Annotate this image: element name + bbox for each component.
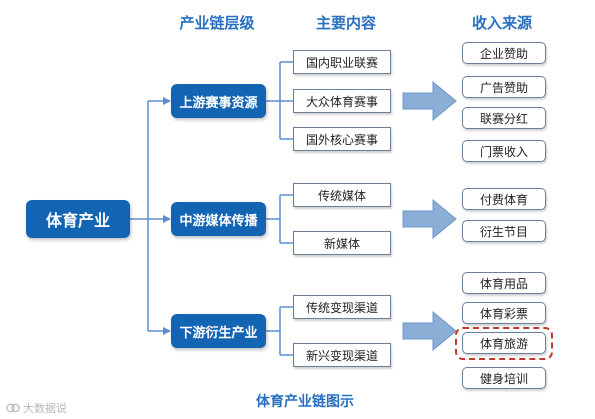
diagram-caption: 体育产业链图示 <box>256 394 354 410</box>
watermark: 大数据说 <box>6 400 67 416</box>
revenue-box: 体育用品 <box>462 272 546 294</box>
tier-midstream: 中游媒体传播 <box>171 202 266 236</box>
revenue-box: 体育彩票 <box>462 302 546 324</box>
revenue-box: 付费体育 <box>462 188 546 210</box>
revenue-box: 健身培训 <box>462 367 546 389</box>
big-arrow-3 <box>402 310 457 352</box>
tier-upstream: 上游赛事资源 <box>171 84 266 118</box>
header-revenue: 收入来源 <box>471 14 532 32</box>
tier-arrowhead-1 <box>163 97 171 105</box>
watermark-text: 大数据说 <box>23 402 67 415</box>
content-box: 新媒体 <box>293 231 391 255</box>
header-levels: 产业链层级 <box>179 14 255 32</box>
tier-downstream: 下游衍生产业 <box>171 314 266 348</box>
content-box: 传统媒体 <box>293 183 391 207</box>
big-arrow-2 <box>402 198 457 240</box>
revenue-box: 门票收入 <box>462 140 546 162</box>
revenue-box: 衍生节目 <box>462 220 546 242</box>
content-box: 国内职业联赛 <box>293 50 391 74</box>
revenue-box: 广告赞助 <box>462 76 546 98</box>
tier-arrowhead-3 <box>163 327 171 335</box>
content-box: 大众体育赛事 <box>293 89 391 113</box>
header-content: 主要内容 <box>315 14 376 32</box>
big-arrow-1 <box>402 80 457 122</box>
watermark-logo-icon <box>6 403 20 413</box>
content-box: 新兴变现渠道 <box>293 343 391 367</box>
root-node: 体育产业 <box>26 200 130 238</box>
revenue-box-highlighted: 体育旅游 <box>462 332 546 354</box>
revenue-box: 联赛分红 <box>462 107 546 129</box>
highlight-frame <box>455 327 553 360</box>
tier-arrowhead-2 <box>163 215 171 223</box>
content-box: 传统变现渠道 <box>293 295 391 319</box>
revenue-box: 企业赞助 <box>462 42 546 64</box>
content-box: 国外核心赛事 <box>293 127 391 151</box>
